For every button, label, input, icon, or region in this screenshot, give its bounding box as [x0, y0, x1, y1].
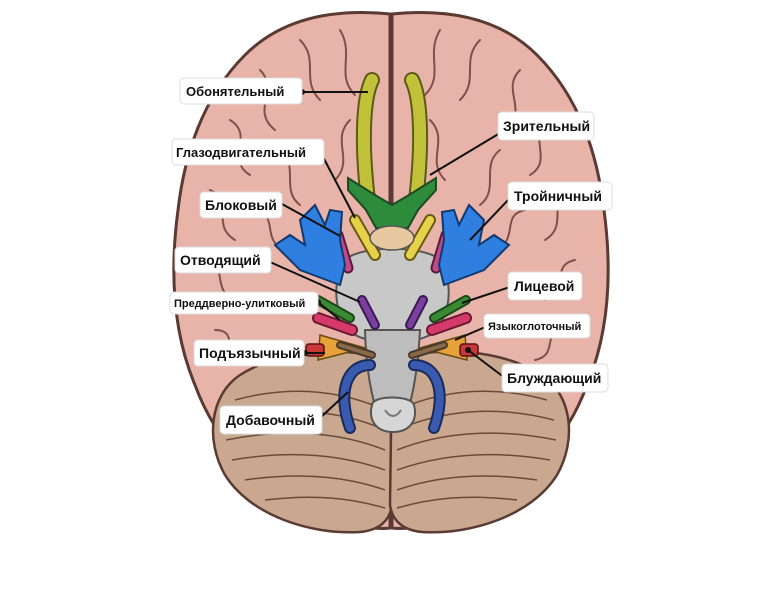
optic-nerve	[347, 176, 437, 229]
label-accessory: Добавочный	[219, 405, 323, 435]
abducens-nerve	[357, 295, 428, 330]
label-glossopharyngeal-text: Языкоглоточный	[488, 321, 581, 333]
hypoglossal-nerve	[336, 341, 448, 359]
label-accessory-text: Добавочный	[226, 412, 315, 428]
label-trochlear-text: Блоковый	[205, 197, 277, 213]
label-glossopharyngeal: Языкоглоточный	[483, 313, 591, 339]
spinal-cord-section	[370, 396, 416, 434]
label-oculomotor: Глазодвигательный	[171, 138, 325, 166]
vestibulocochlear-nerve	[312, 312, 472, 336]
cerebellum-left	[211, 350, 394, 534]
label-abducens-text: Отводящий	[180, 252, 261, 268]
oculomotor-nerve	[349, 214, 436, 261]
label-olfactory: Обонятельный	[179, 77, 303, 105]
label-optic: Зрительный	[497, 111, 595, 141]
label-olfactory-text: Обонятельный	[186, 84, 284, 99]
olfactory-nerve	[355, 72, 429, 208]
accessory-nerve	[338, 359, 446, 434]
label-hypoglossal: Подъязычный	[193, 339, 305, 367]
label-vestibulocochlear: Преддверно-улитковый	[169, 291, 319, 315]
label-trigeminal: Тройничный	[507, 181, 613, 211]
trigeminal-nerve	[273, 203, 511, 287]
facial-nerve	[313, 295, 471, 323]
label-facial-text: Лицевой	[514, 278, 574, 294]
label-vagus: Блуждающий	[501, 363, 609, 393]
label-oculomotor-text: Глазодвигательный	[176, 145, 306, 160]
label-vestibulocochlear-text: Преддверно-улитковый	[174, 298, 305, 310]
label-trigeminal-text: Тройничный	[514, 188, 602, 204]
label-vagus-text: Блуждающий	[507, 370, 601, 386]
label-hypoglossal-text: Подъязычный	[199, 345, 301, 361]
label-trochlear: Блоковый	[199, 191, 283, 219]
leader-lines	[269, 91, 511, 419]
label-optic-text: Зрительный	[503, 118, 590, 134]
label-facial: Лицевой	[507, 271, 583, 301]
label-abducens: Отводящий	[174, 246, 272, 274]
